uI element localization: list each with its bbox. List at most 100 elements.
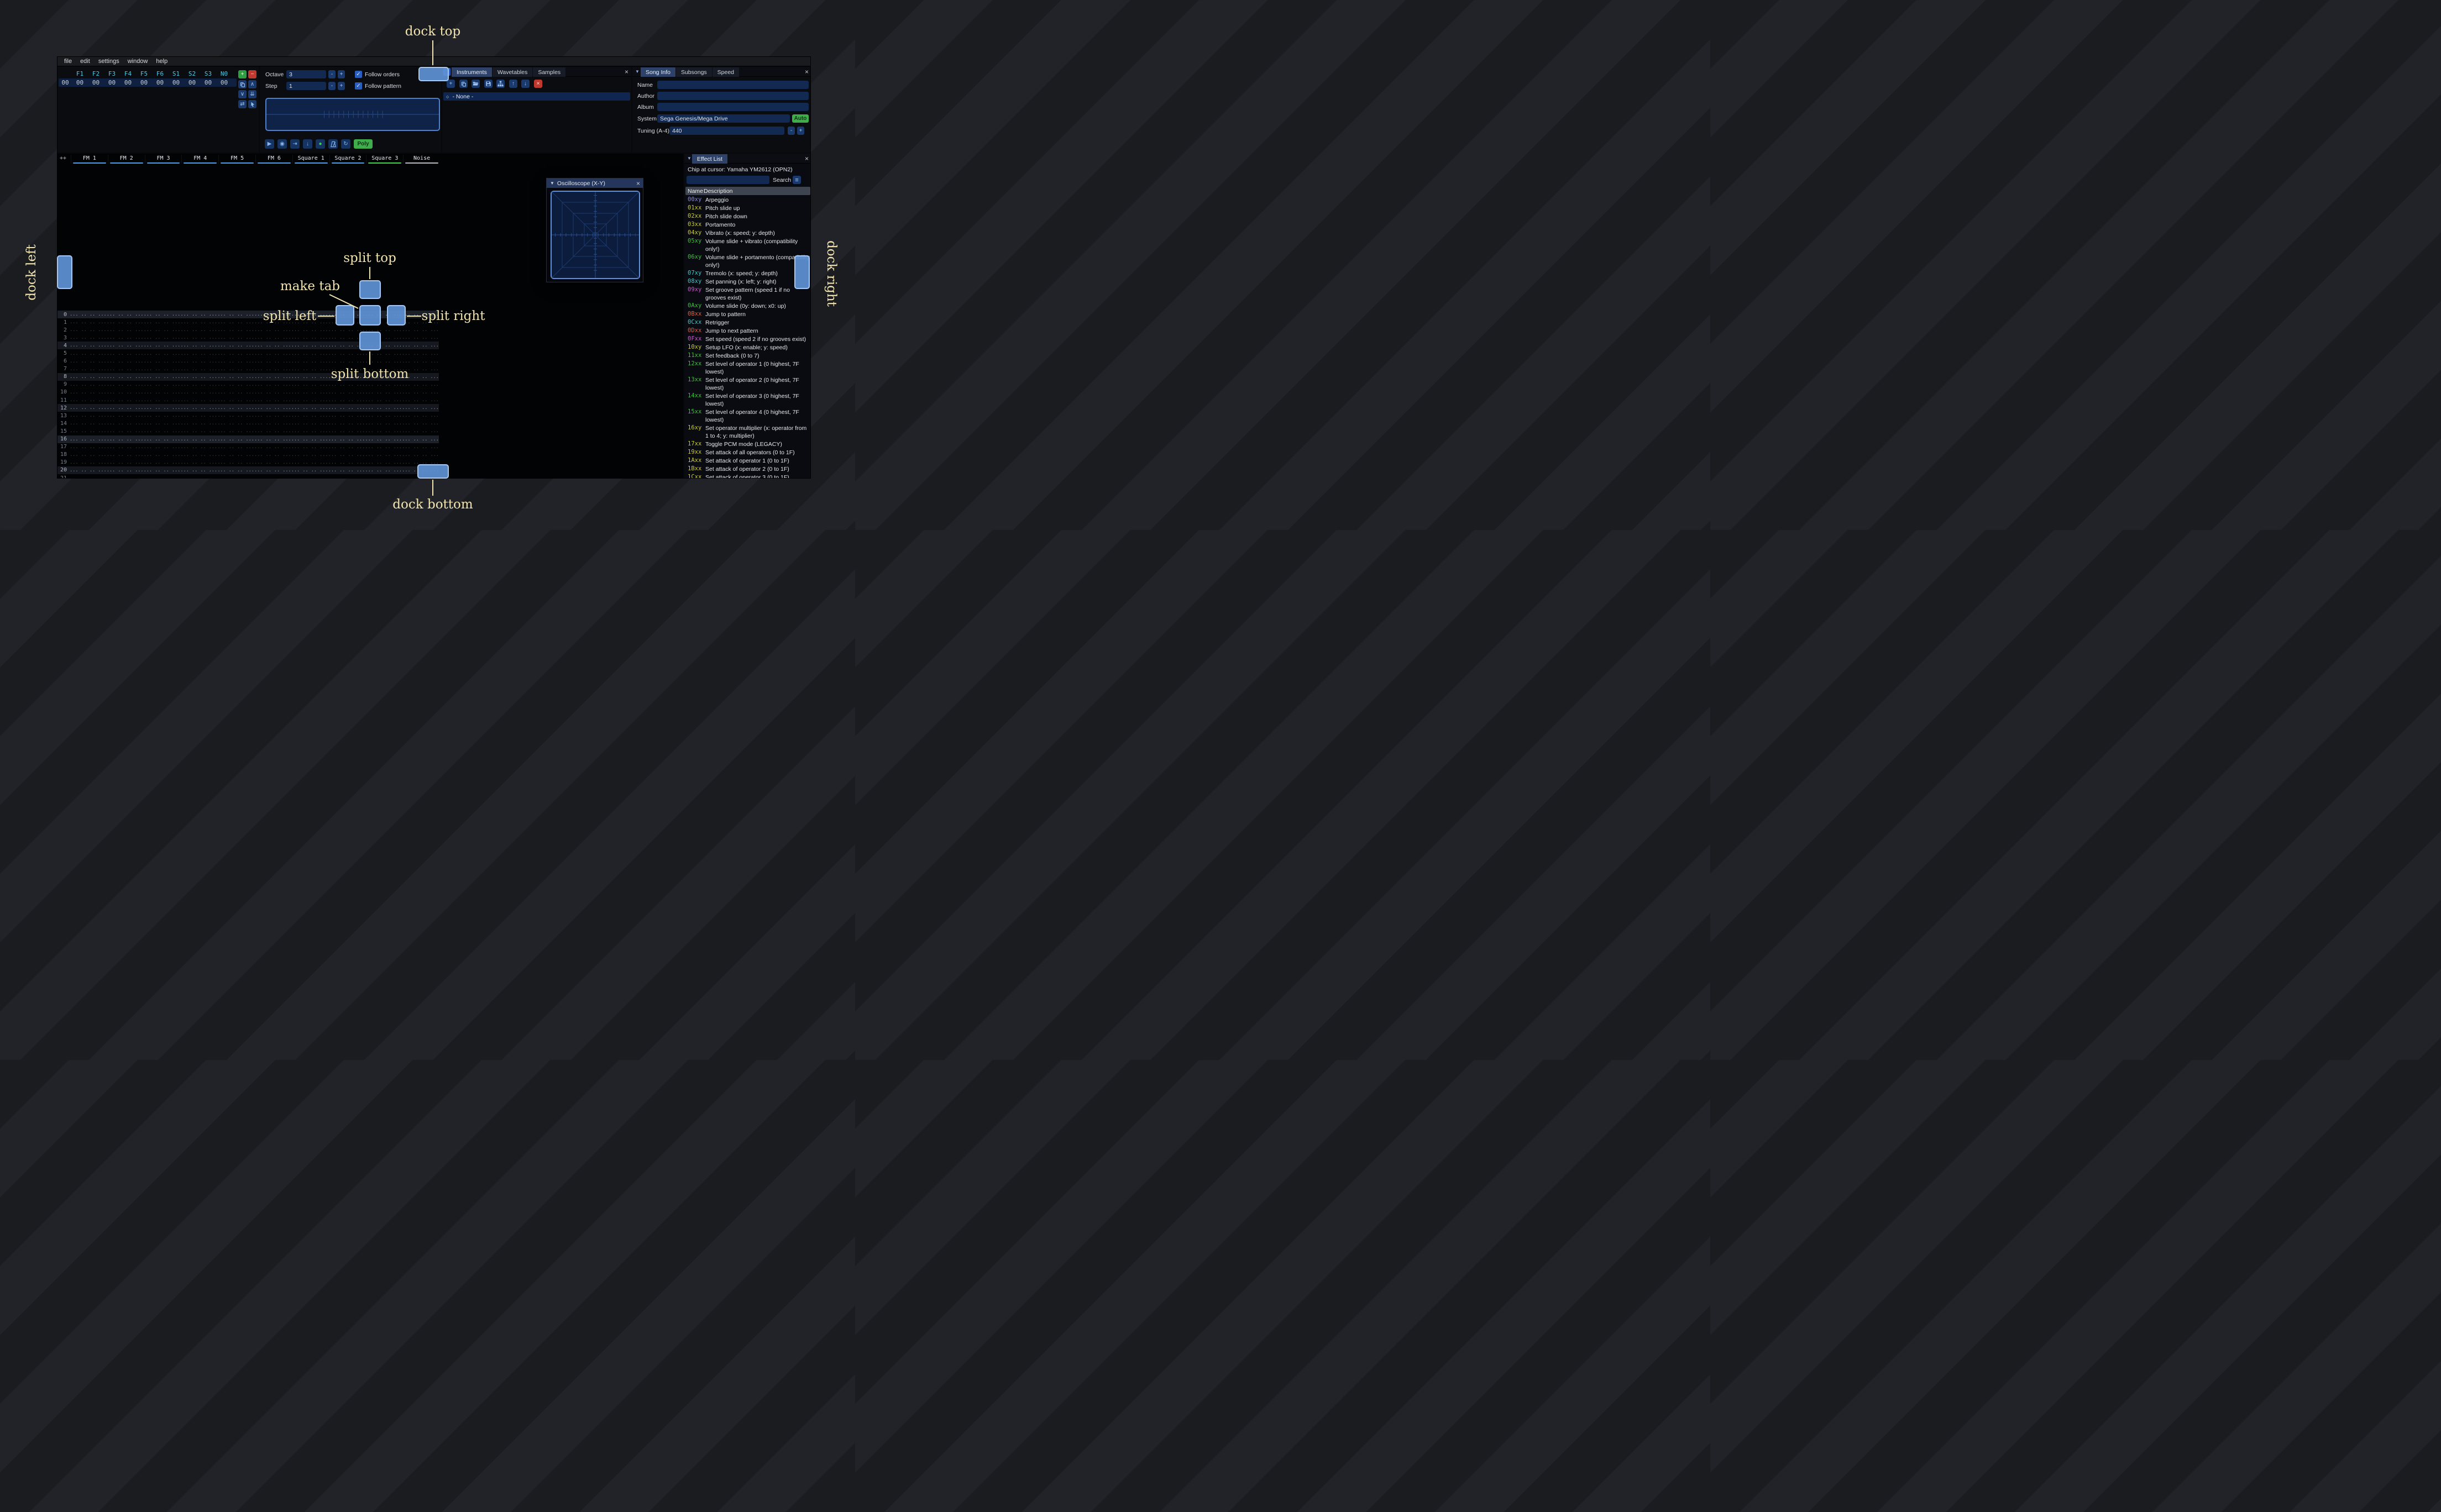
pattern-cell[interactable]: ... .. .. ...	[328, 366, 365, 372]
pattern-cell[interactable]: ... .. .. ...	[365, 444, 402, 450]
pattern-cell[interactable]: ... .. .. ...	[291, 327, 328, 333]
pattern-cell[interactable]: ... .. .. ...	[291, 381, 328, 387]
pattern-cell[interactable]: ... .. .. ...	[180, 358, 218, 364]
pattern-cell[interactable]: ... .. .. ...	[217, 358, 254, 364]
pattern-cell[interactable]: ... .. .. ...	[402, 335, 439, 341]
effect-search-input[interactable]	[687, 176, 769, 184]
order-move-up-button[interactable]: ∧	[248, 80, 256, 88]
pattern-cell[interactable]: ... .. .. ...	[254, 312, 291, 318]
pattern-cell[interactable]: ... .. .. ...	[328, 452, 365, 458]
pattern-cell[interactable]: ... .. .. ...	[328, 343, 365, 349]
pattern-cell[interactable]: ... .. .. ...	[70, 452, 107, 458]
tuning-increase-button[interactable]: +	[797, 127, 804, 135]
pattern-cell[interactable]: ... .. .. ...	[143, 397, 181, 403]
menu-item-settings[interactable]: settings	[98, 58, 119, 65]
step-increase-button[interactable]: +	[338, 82, 345, 90]
pattern-cell[interactable]: ... .. .. ...	[291, 405, 328, 411]
order-cell[interactable]: 00	[220, 79, 228, 86]
pattern-cell[interactable]: ... .. .. ...	[143, 381, 181, 387]
pattern-cell[interactable]: ... .. .. ...	[180, 405, 218, 411]
pattern-cell[interactable]: ... .. .. ...	[180, 389, 218, 395]
pattern-cell[interactable]: ... .. .. ...	[254, 327, 291, 333]
pattern-cell[interactable]: ... .. .. ...	[106, 475, 144, 479]
pattern-cell[interactable]: ... .. .. ...	[106, 374, 144, 380]
pattern-cell[interactable]: ... .. .. ...	[180, 452, 218, 458]
pattern-cell[interactable]: ... .. .. ...	[365, 389, 402, 395]
pattern-cell[interactable]: ... .. .. ...	[143, 358, 181, 364]
pattern-cell[interactable]: ... .. .. ...	[365, 428, 402, 434]
instrument-add-button[interactable]: +	[447, 80, 455, 88]
pattern-cell[interactable]: ... .. .. ...	[217, 366, 254, 372]
pattern-cell[interactable]: ... .. .. ...	[180, 366, 218, 372]
pattern-cell[interactable]: ... .. .. ...	[143, 467, 181, 473]
collapse-icon[interactable]: ▼	[635, 69, 640, 74]
pattern-cell[interactable]: ... .. .. ...	[106, 327, 144, 333]
pattern-cell[interactable]: ... .. .. ...	[217, 452, 254, 458]
pattern-cell[interactable]: ... .. .. ...	[402, 374, 439, 380]
pattern-cell[interactable]: ... .. .. ...	[402, 413, 439, 419]
octave-increase-button[interactable]: +	[338, 70, 345, 78]
pattern-cell[interactable]: ... .. .. ...	[254, 428, 291, 434]
menu-item-window[interactable]: window	[127, 58, 148, 65]
pattern-cell[interactable]: ... .. .. ...	[217, 436, 254, 442]
pattern-cell[interactable]: ... .. .. ...	[254, 366, 291, 372]
pattern-cell[interactable]: ... .. .. ...	[106, 436, 144, 442]
pattern-cell[interactable]: ... .. .. ...	[106, 358, 144, 364]
pattern-cell[interactable]: ... .. .. ...	[70, 335, 107, 341]
pattern-cell[interactable]: ... .. .. ...	[143, 413, 181, 419]
pattern-cell[interactable]: ... .. .. ...	[70, 444, 107, 450]
pattern-cell[interactable]: ... .. .. ...	[106, 335, 144, 341]
pattern-cell[interactable]: ... .. .. ...	[180, 428, 218, 434]
pattern-cell[interactable]: ... .. .. ...	[106, 312, 144, 318]
pattern-cell[interactable]: ... .. .. ...	[328, 374, 365, 380]
channel-header-fm-4[interactable]: FM 4	[181, 155, 218, 164]
pattern-cell[interactable]: ... .. .. ...	[254, 374, 291, 380]
pattern-cell[interactable]: ... .. .. ...	[70, 421, 107, 427]
pattern-cell[interactable]: ... .. .. ...	[70, 459, 107, 465]
pattern-cell[interactable]: ... .. .. ...	[402, 452, 439, 458]
move-cursor-down-button[interactable]: ↓	[303, 139, 312, 149]
step-input[interactable]: 1	[286, 82, 326, 90]
pattern-cell[interactable]: ... .. .. ...	[402, 381, 439, 387]
order-remove-button[interactable]: −	[248, 70, 256, 78]
field-input-name[interactable]	[657, 81, 809, 89]
instruments-tab-samples[interactable]: Samples	[533, 67, 566, 77]
menu-item-file[interactable]: file	[64, 58, 72, 65]
pattern-cell[interactable]: ... .. .. ...	[70, 327, 107, 333]
collapse-icon[interactable]: ▼	[687, 156, 692, 161]
pattern-cell[interactable]: ... .. .. ...	[328, 335, 365, 341]
pattern-cell[interactable]: ... .. .. ...	[70, 475, 107, 479]
pattern-row-4[interactable]: 4... .. .. ...... .. .. ...... .. .. ...…	[57, 342, 439, 350]
pattern-cell[interactable]: ... .. .. ...	[254, 444, 291, 450]
repeat-pattern-button[interactable]: ↻	[341, 139, 350, 149]
follow-orders-checkbox[interactable]: ✓	[355, 71, 362, 78]
pattern-cell[interactable]: ... .. .. ...	[291, 421, 328, 427]
pattern-cell[interactable]: ... .. .. ...	[106, 421, 144, 427]
order-cell[interactable]: 00	[156, 79, 164, 86]
pattern-cell[interactable]: ... .. .. ...	[365, 421, 402, 427]
pattern-cell[interactable]: ... .. .. ...	[143, 350, 181, 356]
pattern-cell[interactable]: ... .. .. ...	[291, 436, 328, 442]
pattern-cell[interactable]: ... .. .. ...	[180, 467, 218, 473]
pattern-cell[interactable]: ... .. .. ...	[254, 436, 291, 442]
tuning-decrease-button[interactable]: -	[788, 127, 795, 135]
pattern-cell[interactable]: ... .. .. ...	[402, 389, 439, 395]
pattern-cell[interactable]: ... .. .. ...	[106, 467, 144, 473]
order-cell[interactable]: 00	[204, 79, 212, 86]
pattern-cell[interactable]: ... .. .. ...	[143, 444, 181, 450]
instrument-save-button[interactable]	[484, 80, 493, 88]
poly-toggle-button[interactable]: Poly	[354, 139, 373, 149]
pattern-cell[interactable]: ... .. .. ...	[402, 405, 439, 411]
pattern-cell[interactable]: ... .. .. ...	[254, 405, 291, 411]
pattern-cell[interactable]: ... .. .. ...	[143, 374, 181, 380]
pattern-cell[interactable]: ... .. .. ...	[254, 452, 291, 458]
pattern-cell[interactable]: ... .. .. ...	[70, 397, 107, 403]
pattern-cell[interactable]: ... .. .. ...	[254, 350, 291, 356]
